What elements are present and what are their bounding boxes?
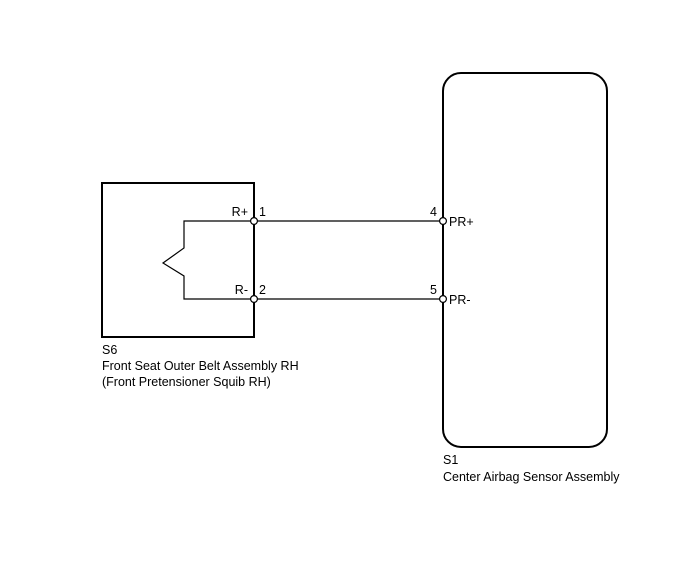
right-component-name: Center Airbag Sensor Assembly [443, 470, 620, 484]
pin-label-pr-minus: PR- [449, 293, 471, 307]
pin-5-terminal [439, 295, 448, 304]
sensor-assembly-box [442, 72, 608, 448]
pin-4-terminal [439, 217, 448, 226]
left-component-code: S6 [102, 343, 117, 357]
pin-number-4: 4 [430, 205, 437, 219]
pin-label-r-minus: R- [235, 283, 248, 297]
pin-number-2: 2 [259, 283, 266, 297]
squib-element-symbol [161, 220, 254, 300]
pin-label-r-plus: R+ [232, 205, 248, 219]
right-component-code: S1 [443, 453, 458, 467]
left-component-subname: (Front Pretensioner Squib RH) [102, 375, 271, 389]
pin-number-1: 1 [259, 205, 266, 219]
pin-number-5: 5 [430, 283, 437, 297]
pin-1-terminal [250, 217, 259, 226]
squib-component-box [101, 182, 255, 338]
pin-2-terminal [250, 295, 259, 304]
pin-label-pr-plus: PR+ [449, 215, 474, 229]
left-component-name: Front Seat Outer Belt Assembly RH [102, 359, 299, 373]
